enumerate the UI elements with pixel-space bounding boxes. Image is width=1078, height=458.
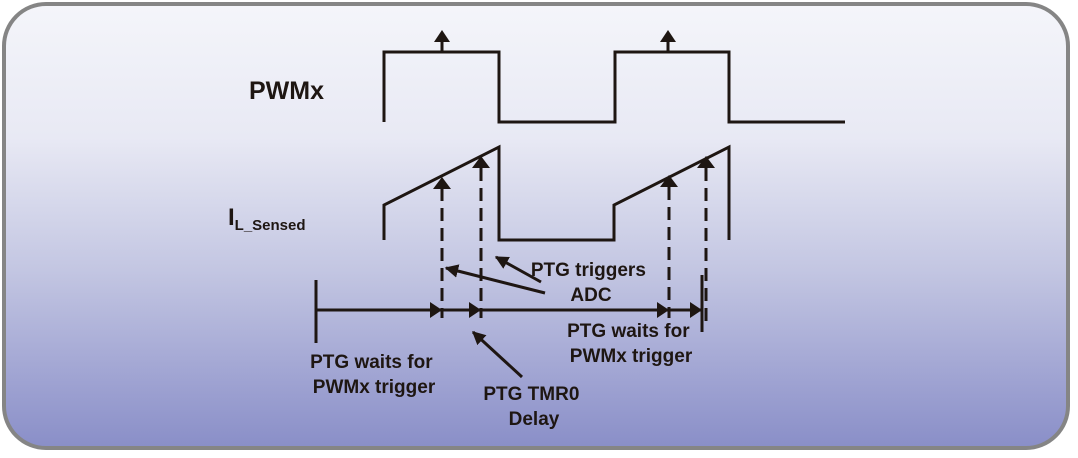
ptg-tmr0-delay-label: PTG TMR0 Delay — [483, 384, 584, 430]
ptg-triggers-adc-label: PTG triggers ADC — [531, 260, 651, 306]
diagram-frame — [2, 2, 1070, 450]
tmr0-pointer-arrow — [471, 330, 524, 379]
current-label-sub: L_Sensed — [235, 217, 306, 234]
current-waveform-1 — [382, 144, 731, 242]
current-label-main: I — [228, 204, 235, 231]
ptg-waits-left-label: PTG waits for PWMx trigger — [310, 352, 438, 398]
current-label: IL_Sensed — [228, 204, 306, 234]
adc-pointer-arrow-1 — [444, 264, 546, 295]
adc-trigger-dashed-2 — [472, 156, 490, 318]
adc-trigger-dashed-3 — [660, 175, 678, 318]
pwm-trigger-arrow-2 — [660, 30, 676, 52]
timeline-marker-3 — [657, 302, 669, 318]
adc-pointer-arrow-2 — [494, 255, 542, 284]
pwm-label: PWMx — [249, 77, 324, 105]
timeline-marker-4 — [690, 302, 702, 318]
pwm-waveform — [382, 50, 845, 124]
ptg-waits-right-label: PTG waits for PWMx trigger — [567, 321, 695, 367]
adc-trigger-dashed-4 — [697, 156, 715, 325]
timeline-marker-2 — [469, 302, 481, 318]
adc-trigger-dashed-1 — [433, 177, 451, 318]
timeline-marker-1 — [430, 302, 442, 318]
ptg-timeline — [314, 275, 704, 343]
pwm-trigger-arrow-1 — [434, 30, 450, 52]
